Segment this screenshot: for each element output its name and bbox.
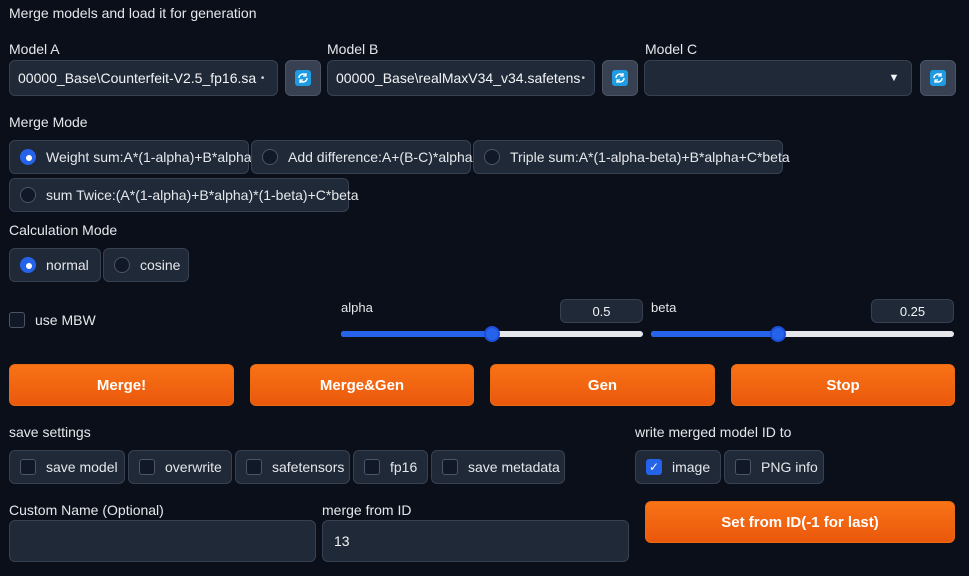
chevron-down-icon: • (260, 72, 265, 84)
merge-mode-option-sum-twice[interactable]: sum Twice:(A*(1-alpha)+B*alpha)*(1-beta)… (9, 178, 359, 212)
checkbox-icon (139, 459, 155, 475)
refresh-icon (930, 70, 946, 86)
model-c-dropdown[interactable]: ▼ (644, 60, 912, 96)
model-a-value: 00000_Base\Counterfeit-V2.5_fp16.sa (18, 70, 257, 86)
radio-icon (20, 187, 36, 203)
custom-name-input[interactable] (9, 520, 316, 562)
model-b-refresh-button[interactable] (602, 60, 638, 96)
set-from-id-button[interactable]: Set from ID(-1 for last) (645, 501, 955, 543)
calc-mode-option-label: cosine (140, 257, 181, 273)
use-mbw-checkbox[interactable]: use MBW (9, 312, 96, 328)
alpha-slider-fill (341, 331, 492, 337)
save-metadata-checkbox[interactable]: save metadata (431, 450, 565, 484)
use-mbw-label: use MBW (35, 312, 96, 328)
save-model-checkbox[interactable]: save model (9, 450, 125, 484)
refresh-icon (612, 70, 628, 86)
beta-slider-thumb[interactable] (770, 326, 786, 342)
alpha-number-input[interactable]: 0.5 (560, 299, 643, 323)
calc-mode-option-label: normal (46, 257, 89, 273)
checkbox-icon (364, 459, 380, 475)
chevron-down-icon: ▼ (888, 72, 900, 84)
safetensors-label: safetensors (272, 459, 345, 475)
fp16-checkbox[interactable]: fp16 (353, 450, 428, 484)
radio-selected-icon (20, 149, 36, 165)
calc-mode-option-normal[interactable]: normal (9, 248, 101, 282)
merge-from-id-label: merge from ID (322, 502, 412, 518)
model-a-dropdown[interactable]: 00000_Base\Counterfeit-V2.5_fp16.sa • (9, 60, 278, 96)
checkbox-icon (20, 459, 36, 475)
stop-button[interactable]: Stop (731, 364, 955, 406)
checkbox-icon (442, 459, 458, 475)
merge-mode-option-weight-sum[interactable]: Weight sum:A*(1-alpha)+B*alpha (9, 140, 252, 174)
model-c-label: Model C (645, 41, 698, 57)
write-id-image-checkbox[interactable]: ✓ image (635, 450, 721, 484)
merge-mode-label: Merge Mode (9, 114, 88, 130)
radio-selected-icon (20, 257, 36, 273)
checkbox-icon (9, 312, 25, 328)
checkbox-checked-icon: ✓ (646, 459, 662, 475)
write-id-png-info-label: PNG info (761, 459, 818, 475)
safetensors-checkbox[interactable]: safetensors (235, 450, 350, 484)
write-id-label: write merged model ID to (635, 424, 792, 440)
overwrite-label: overwrite (165, 459, 222, 475)
alpha-label: alpha (341, 300, 373, 315)
model-b-dropdown[interactable]: 00000_Base\realMaxV34_v34.safetens • (327, 60, 595, 96)
save-metadata-label: save metadata (468, 459, 560, 475)
save-model-label: save model (46, 459, 118, 475)
merge-gen-button[interactable]: Merge&Gen (250, 364, 474, 406)
calc-mode-label: Calculation Mode (9, 222, 118, 238)
beta-label: beta (651, 300, 677, 315)
merge-button[interactable]: Merge! (9, 364, 234, 406)
beta-slider-track[interactable] (651, 331, 954, 337)
radio-icon (262, 149, 278, 165)
beta-number-input[interactable]: 0.25 (871, 299, 954, 323)
refresh-icon (295, 70, 311, 86)
write-id-png-info-checkbox[interactable]: PNG info (724, 450, 824, 484)
gen-button[interactable]: Gen (490, 364, 715, 406)
merge-mode-option-label: Add difference:A+(B-C)*alpha (288, 149, 473, 165)
chevron-down-icon: • (581, 72, 585, 84)
merge-mode-option-add-difference[interactable]: Add difference:A+(B-C)*alpha (251, 140, 473, 174)
merge-mode-option-label: sum Twice:(A*(1-alpha)+B*alpha)*(1-beta)… (46, 187, 359, 203)
merge-mode-option-label: Triple sum:A*(1-alpha-beta)+B*alpha+C*be… (510, 149, 790, 165)
radio-icon (114, 257, 130, 273)
calc-mode-option-cosine[interactable]: cosine (103, 248, 189, 282)
custom-name-label: Custom Name (Optional) (9, 502, 164, 518)
merge-mode-option-label: Weight sum:A*(1-alpha)+B*alpha (46, 149, 252, 165)
model-a-label: Model A (9, 41, 60, 57)
save-settings-label: save settings (9, 424, 91, 440)
model-a-refresh-button[interactable] (285, 60, 321, 96)
fp16-label: fp16 (390, 459, 418, 475)
model-b-value: 00000_Base\realMaxV34_v34.safetens (336, 70, 581, 86)
radio-icon (484, 149, 500, 165)
model-b-label: Model B (327, 41, 379, 57)
checkbox-icon (246, 459, 262, 475)
checkbox-icon (735, 459, 751, 475)
merge-mode-option-triple-sum[interactable]: Triple sum:A*(1-alpha-beta)+B*alpha+C*be… (473, 140, 790, 174)
beta-slider-fill (651, 331, 778, 337)
alpha-slider-thumb[interactable] (484, 326, 500, 342)
model-c-refresh-button[interactable] (920, 60, 956, 96)
merge-from-id-input[interactable]: 13 (322, 520, 629, 562)
overwrite-checkbox[interactable]: overwrite (128, 450, 232, 484)
write-id-image-label: image (672, 459, 711, 475)
page-title: Merge models and load it for generation (9, 5, 257, 21)
